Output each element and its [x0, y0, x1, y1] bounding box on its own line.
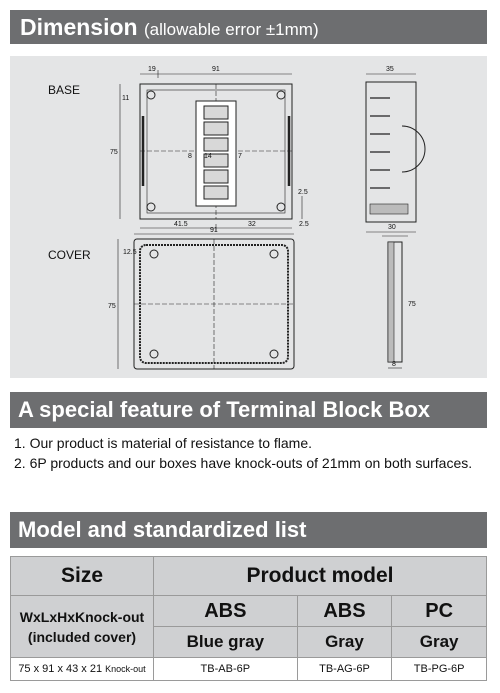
dim-30: 30 — [388, 224, 396, 231]
dimension-banner: Dimension (allowable error ±1mm) — [10, 10, 487, 44]
dim-41-5: 41.5 — [174, 221, 188, 228]
cover-screw-br — [269, 349, 279, 359]
dim-19: 19 — [148, 66, 156, 73]
size-label-line2: (included cover) — [27, 628, 137, 645]
dim-75-cover-side: 75 — [408, 301, 416, 308]
base-screw-tr — [276, 90, 286, 100]
dim-14: 14 — [204, 153, 212, 160]
cover-screw-tr — [269, 249, 279, 259]
knock-out-label: Knock-out — [105, 664, 146, 674]
color-blue-gray: Blue gray — [153, 626, 298, 658]
model-tb-ab-6p: TB-AB-6P — [153, 657, 298, 681]
model-title: Model and standardized list — [18, 517, 307, 542]
dim-91-cover: 91 — [210, 227, 218, 234]
dim-8: 8 — [188, 153, 192, 160]
size-header: Size — [10, 556, 154, 596]
technical-drawing: BASE COVER 19 91 35 11 75 8 14 7 2.5 41.… — [10, 56, 487, 378]
material-pc-gray: PC — [391, 595, 487, 627]
base-screw-tl — [146, 90, 156, 100]
dim-11: 11 — [122, 95, 129, 102]
cover-screw-bl — [149, 349, 159, 359]
model-table: Size Product model WxLxHxKnock-out (incl… — [10, 556, 487, 681]
feature-title: A special feature of Terminal Block Box — [18, 397, 431, 422]
material-abs-gray: ABS — [296, 595, 393, 627]
dim-35: 35 — [386, 66, 394, 73]
dim-12-5: 12.5 — [123, 249, 137, 256]
color-gray-pc: Gray — [391, 626, 487, 658]
feature-banner: A special feature of Terminal Block Box — [10, 392, 487, 428]
cover-label: COVER — [48, 248, 91, 262]
size-label-line1: WxLxHxKnock-out — [19, 608, 145, 625]
base-screw-bl — [146, 202, 156, 212]
dim-75: 75 — [110, 149, 118, 156]
feature-list: 1. Our product is material of resistance… — [14, 434, 484, 474]
dimension-title: Dimension — [20, 14, 138, 40]
dim-91: 91 — [212, 66, 220, 73]
dim-32: 32 — [248, 221, 256, 228]
feature-item: 2. 6P products and our boxes have knock-… — [14, 455, 473, 471]
dim-2-5-a: 2.5 — [298, 189, 308, 196]
dimension-subtitle: (allowable error ±1mm) — [143, 20, 319, 39]
dim-2-5-b: 2.5 — [299, 221, 309, 228]
base-label: BASE — [48, 83, 80, 97]
material-abs-blue: ABS — [153, 595, 298, 627]
model-tb-pg-6p: TB-PG-6P — [391, 657, 487, 681]
table-row: 75 x 91 x 43 x 21 Knock-out TB-AB-6P TB-… — [10, 657, 487, 681]
base-screw-br — [276, 202, 286, 212]
dim-75-cover: 75 — [108, 303, 116, 310]
dim-8-cover: 8 — [392, 361, 396, 368]
model-tb-ag-6p: TB-AG-6P — [296, 657, 393, 681]
size-label: WxLxHxKnock-out (included cover) — [10, 595, 154, 658]
base-side-view — [365, 81, 417, 223]
color-gray-abs: Gray — [296, 626, 393, 658]
dim-7: 7 — [238, 153, 242, 160]
product-model-header: Product model — [153, 556, 487, 596]
cover-screw-tl — [149, 249, 159, 259]
model-banner: Model and standardized list — [10, 512, 487, 548]
size-value: 75 x 91 x 43 x 21 Knock-out — [10, 657, 154, 681]
size-dims: 75 x 91 x 43 x 21 — [18, 663, 103, 675]
drawing-svg: BASE COVER 19 91 35 11 75 8 14 7 2.5 41.… — [48, 66, 426, 370]
feature-item: 1. Our product is material of resistance… — [14, 435, 313, 451]
